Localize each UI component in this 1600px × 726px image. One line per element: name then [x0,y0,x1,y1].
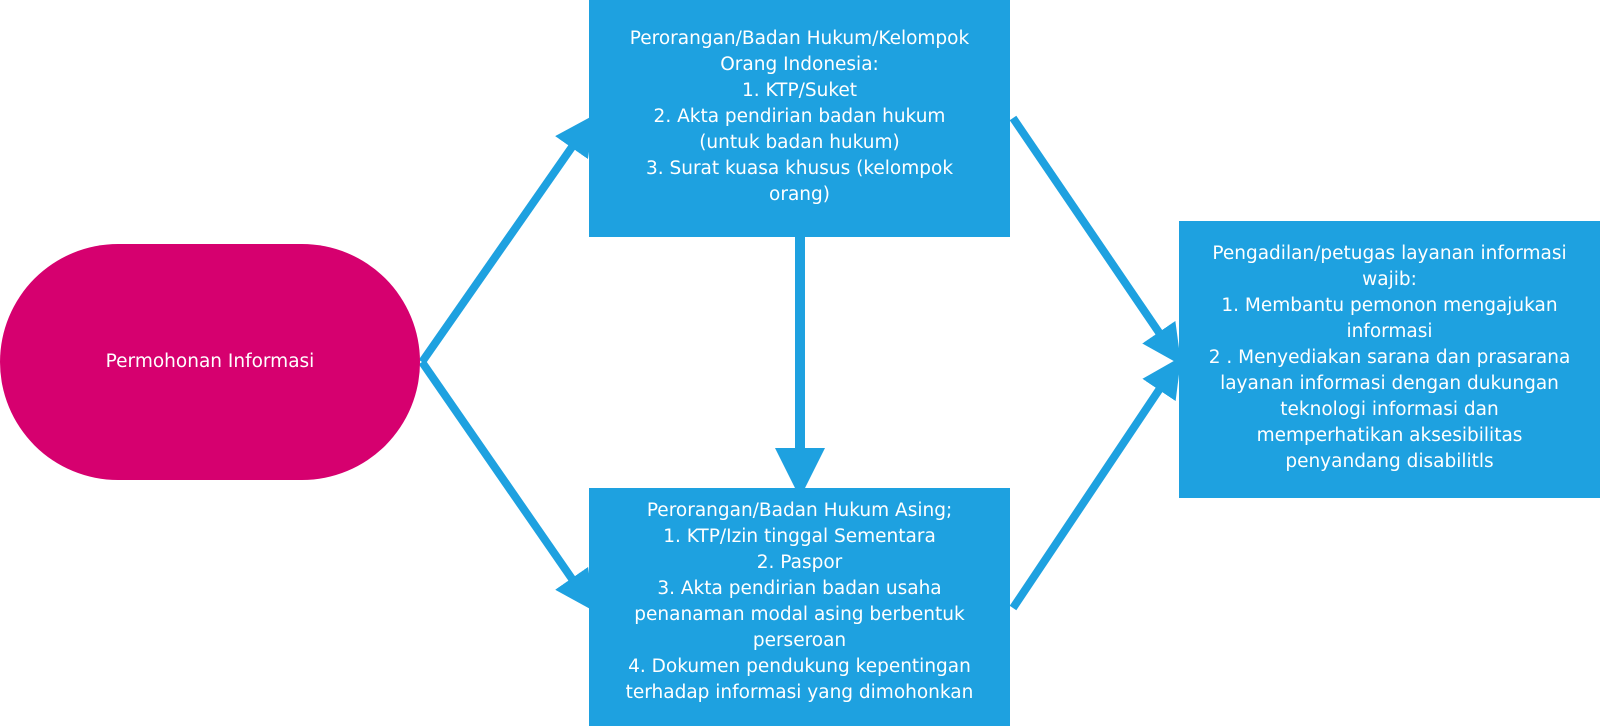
node-text-line: teknologi informasi dan [1280,399,1499,420]
node-text-line: 4. Dokumen pendukung kepentingan [628,656,971,677]
node-text-line: memperhatikan aksesibilitas [1256,425,1523,446]
node-text-line: 3. Akta pendirian badan usaha [657,578,942,599]
arrow-indonesia-to-court [1009,115,1182,366]
node-text-line: 3. Surat kuasa khusus (kelompok [645,158,954,179]
arrow-start-to-foreign [418,359,595,612]
node-text-line: Perorangan/Badan Hukum Asing; [646,500,953,521]
node-text-line: terhadap informasi yang dimohonkan [625,682,974,703]
node-foreign-applicant-requirements: Perorangan/Badan Hukum Asing; 1. KTP/Izi… [589,488,1010,726]
node-text-line: penanaman modal asing berbentuk [634,604,965,625]
node-court-information-officer-duties: Pengadilan/petugas layanan informasi waj… [1179,221,1600,498]
node-text-line: 1. KTP/Izin tinggal Sementara [663,526,936,547]
node-text-line: informasi [1346,321,1433,342]
node-text-line: perseroan [752,630,847,651]
node-text-line: (untuk badan hukum) [699,132,900,153]
node-text-line: orang) [769,184,830,205]
node-text-line: Orang Indonesia: [720,54,879,75]
node-indonesian-applicant-requirements: Perorangan/Badan Hukum/Kelompok Orang In… [589,0,1010,237]
start-node-permohonan-informasi: Permohonan Informasi [0,244,420,480]
arrow-foreign-to-court [1009,356,1182,611]
node-text-line: Pengadilan/petugas layanan informasi [1212,243,1567,264]
node-text-line: 2. Paspor [756,552,843,573]
arrow-start-to-indonesia [418,114,595,365]
node-text-line: 1. Membantu pemonon mengajukan [1221,295,1558,316]
node-text-line: penyandang disabilitls [1285,451,1494,472]
node-text-line: 1. KTP/Suket [741,80,858,101]
node-text-line: Perorangan/Badan Hukum/Kelompok [629,28,970,49]
node-text-line: wajib: [1362,269,1417,290]
start-node-label: Permohonan Informasi [105,351,315,372]
node-text-line: 2 . Menyediakan sarana dan prasarana [1208,347,1571,368]
node-text-line: layanan informasi dengan dukungan [1220,373,1559,394]
node-text-line: 2. Akta pendirian badan hukum [653,106,946,127]
